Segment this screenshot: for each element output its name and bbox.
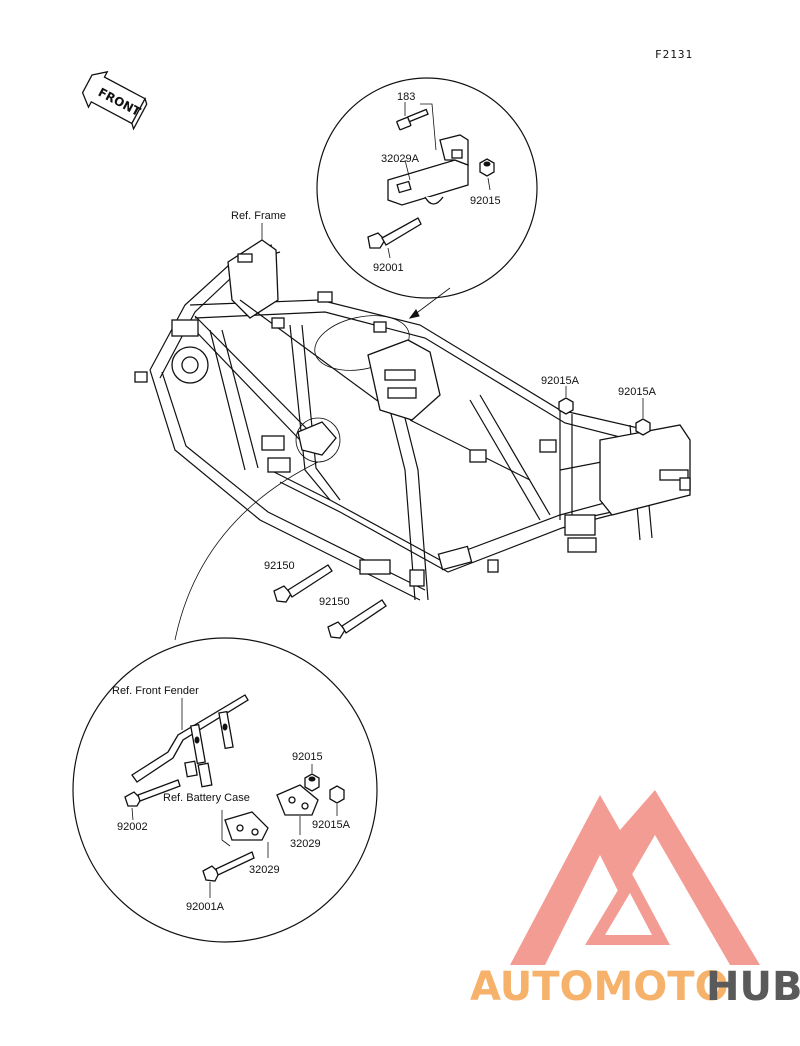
label-183: 183 — [397, 91, 415, 103]
label-92015a-1: 92015A — [541, 375, 580, 387]
label-92002: 92002 — [117, 821, 148, 833]
nut-92015 — [479, 158, 495, 177]
label-92015a-bottom: 92015A — [312, 819, 351, 831]
bolt-92150-1 — [273, 564, 333, 603]
callout-ref-battery-case: Ref. Battery Case — [163, 792, 250, 804]
label-92015-bottom: 92015 — [292, 751, 323, 763]
label-32029-right: 32029 — [290, 838, 321, 850]
automotohub-logo — [510, 790, 760, 965]
bracket-32029-left — [224, 811, 269, 841]
main-frame — [134, 239, 691, 601]
nut-92015a-2 — [635, 418, 651, 436]
top-detail-view: 183 32029A 92015 92001 — [316, 77, 538, 319]
bolt-92150-2 — [327, 599, 387, 639]
callout-ref-frame: Ref. Frame — [231, 210, 286, 222]
label-92001: 92001 — [373, 262, 404, 274]
label-92015-top: 92015 — [470, 195, 501, 207]
label-92150-2: 92150 — [319, 596, 350, 608]
label-92015a-2: 92015A — [618, 386, 657, 398]
collar — [184, 760, 213, 788]
bolt-92002 — [124, 779, 181, 807]
bolt-92001 — [367, 217, 422, 249]
bracket-32029-right — [276, 784, 319, 816]
label-92150-1: 92150 — [264, 560, 295, 572]
watermark-text-part2: HUB — [706, 964, 800, 1010]
bolt-92001a — [202, 851, 255, 882]
nut-92015-bottom — [304, 773, 320, 792]
callout-ref-front-fender: Ref. Front Fender — [112, 685, 199, 697]
nut-92015a-1 — [558, 397, 574, 415]
label-92001a: 92001A — [186, 901, 225, 913]
figure-code: F2131 — [655, 48, 693, 61]
bottom-detail-view: Ref. Front Fender 92002 Ref. Battery Cas… — [72, 637, 378, 943]
label-32029-left: 32029 — [249, 864, 280, 876]
bracket-32029a — [387, 134, 469, 206]
bolt-183 — [396, 108, 429, 131]
nut-92015a-bottom — [329, 785, 345, 804]
front-fender-bracket — [131, 694, 249, 783]
label-32029a: 32029A — [381, 153, 420, 165]
watermark-text-part1: AUTOMOTO — [470, 964, 729, 1010]
front-arrow-icon: FRONT — [81, 70, 148, 131]
